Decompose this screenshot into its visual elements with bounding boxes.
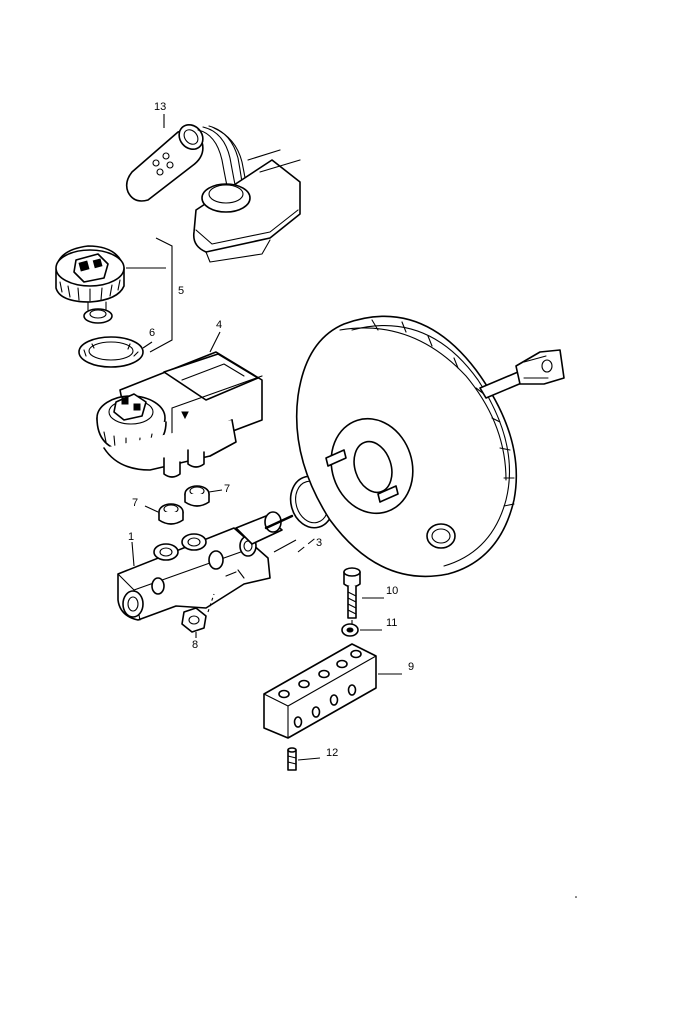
bracket-5 <box>149 237 173 353</box>
callout-1: 1 <box>128 531 134 543</box>
callout-3: 3 <box>316 537 322 549</box>
hex-nut-icon <box>181 607 207 633</box>
callout-7-right: 7 <box>224 483 230 495</box>
reservoir-grommet-icon <box>158 485 210 525</box>
washer-icon <box>341 623 359 637</box>
brake-master-cylinder-icon <box>117 511 294 621</box>
cap-gasket-icon <box>78 336 144 368</box>
callout-9: 9 <box>408 661 414 673</box>
callout-12: 12 <box>326 747 338 759</box>
callout-13: 13 <box>154 101 166 113</box>
brake-line-distribution-block-icon <box>263 643 377 739</box>
brake-booster-icon <box>295 315 565 578</box>
callout-6: 6 <box>149 327 155 339</box>
socket-head-bolt-icon <box>343 567 361 619</box>
callout-7-left: 7 <box>132 497 138 509</box>
callout-5: 5 <box>178 285 184 297</box>
brake-fluid-reservoir-icon <box>96 351 263 478</box>
reservoir-cap-icon <box>55 245 125 324</box>
reservoir-filler-neck-icon <box>192 149 301 263</box>
callout-4: 4 <box>216 319 222 331</box>
callout-11: 11 <box>386 617 397 629</box>
callout-10: 10 <box>386 585 398 597</box>
pin-icon <box>287 747 297 771</box>
scan-dot <box>575 896 577 898</box>
callout-8: 8 <box>192 639 198 651</box>
